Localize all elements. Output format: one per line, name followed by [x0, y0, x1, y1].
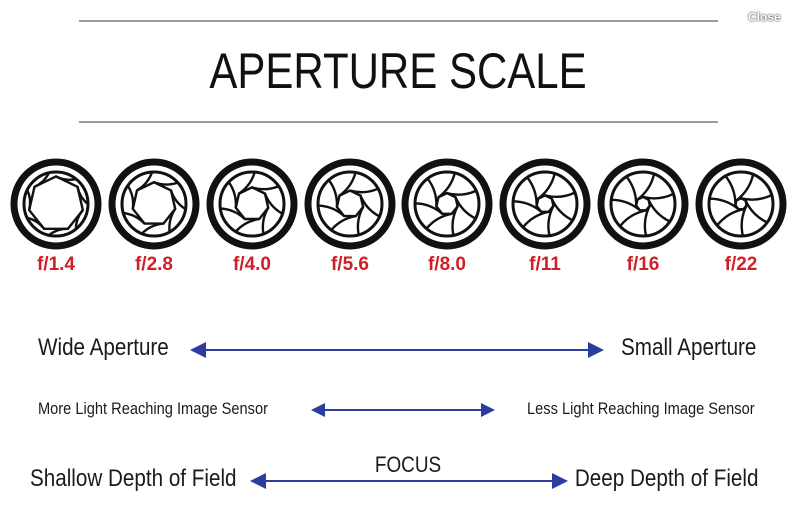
aperture-iris-icon [695, 158, 787, 250]
aperture-iris-icon [597, 158, 689, 250]
deep-dof-label: Deep Depth of Field [574, 465, 758, 492]
focus-label: FOCUS [374, 452, 442, 477]
fstop-label: f/1.4 [36, 254, 76, 275]
aperture-icon-item: f/4.0 [204, 157, 300, 275]
page-title: APERTURE SCALE [209, 43, 587, 99]
aperture-row: f/1.4 f/2.8 f/4.0 f/5.6 f/8.0 f/11 f/16 f/22 [0, 157, 796, 277]
aperture-iris-icon [10, 158, 102, 250]
aperture-icon-item: f/22 [693, 157, 789, 275]
fstop-label: f/2.8 [134, 254, 174, 275]
fstop-label: f/5.6 [330, 254, 370, 275]
aperture-arrow [190, 342, 604, 358]
aperture-iris-icon [206, 158, 298, 250]
fstop-label: f/11 [529, 254, 561, 275]
aperture-iris-icon [304, 158, 396, 250]
aperture-iris-icon [499, 158, 591, 250]
aperture-icon-item: f/2.8 [106, 157, 202, 275]
more-light-label: More Light Reaching Image Sensor [38, 399, 268, 418]
light-arrow [311, 403, 495, 417]
fstop-label: f/16 [626, 254, 660, 275]
aperture-icon-item: f/8.0 [399, 157, 495, 275]
top-divider [79, 20, 718, 22]
less-light-label: Less Light Reaching Image Sensor [527, 399, 755, 418]
aperture-icon-item: f/1.4 [8, 157, 104, 275]
fstop-label: f/4.0 [232, 254, 272, 275]
aperture-icon-item: f/16 [595, 157, 691, 275]
aperture-iris-icon [401, 158, 493, 250]
fstop-label: f/22 [724, 254, 758, 275]
wide-aperture-label: Wide Aperture [38, 334, 169, 361]
aperture-iris-icon [108, 158, 200, 250]
small-aperture-label: Small Aperture [620, 334, 756, 361]
close-button[interactable]: Close [748, 10, 781, 24]
aperture-icon-item: f/5.6 [302, 157, 398, 275]
bottom-divider [79, 121, 718, 123]
aperture-icon-item: f/11 [497, 157, 593, 275]
fstop-label: f/8.0 [427, 254, 467, 275]
focus-arrow [250, 473, 568, 489]
shallow-dof-label: Shallow Depth of Field [30, 465, 237, 492]
